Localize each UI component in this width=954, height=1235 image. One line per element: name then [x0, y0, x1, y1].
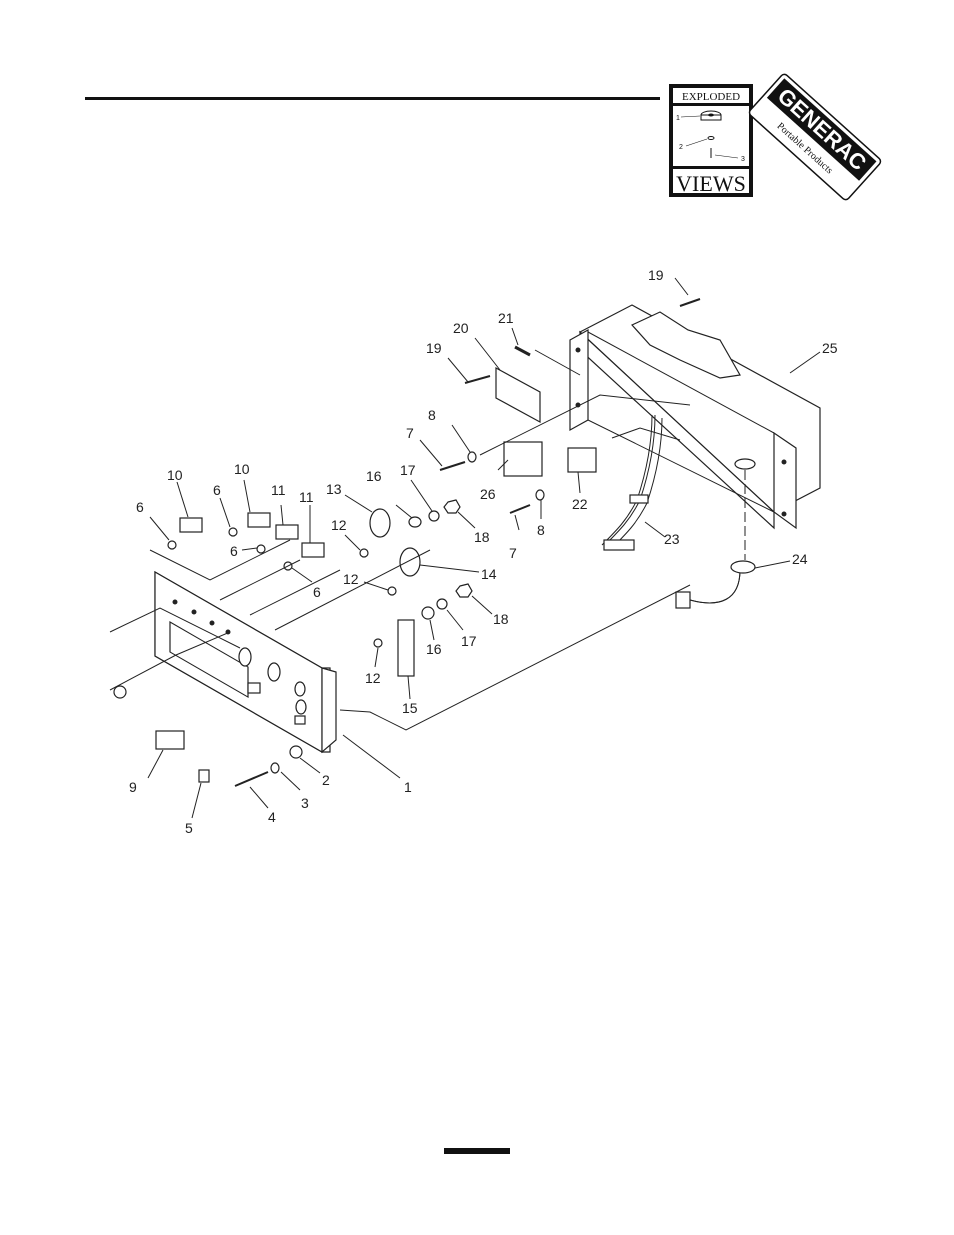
badge-callout-2: 2 [679, 144, 683, 151]
label-26: 26 [480, 486, 496, 502]
badge-line1: EXPLODED [682, 91, 740, 103]
label-17: 17 [461, 633, 477, 649]
label-10: 10 [234, 461, 250, 477]
label-1: 1 [404, 779, 412, 795]
breaker-10a [180, 518, 202, 532]
label-10: 10 [167, 467, 183, 483]
label-3: 3 [301, 795, 309, 811]
label-16: 16 [426, 641, 442, 657]
breaker-11b [302, 543, 324, 557]
label-21: 21 [498, 310, 514, 326]
badge-callout-3: 3 [741, 156, 745, 163]
label-13: 13 [326, 481, 342, 497]
label-18: 18 [493, 611, 509, 627]
label-17: 17 [400, 462, 416, 478]
label-6: 6 [313, 584, 321, 600]
label-24: 24 [792, 551, 808, 567]
badge-callout-1: 1 [676, 115, 680, 122]
badge-line2: VIEWS [676, 171, 746, 196]
label-7: 7 [509, 545, 517, 561]
label-12: 12 [331, 517, 347, 533]
label-2: 2 [322, 772, 330, 788]
control-box [570, 305, 820, 560]
label-12: 12 [343, 571, 359, 587]
label-23: 23 [664, 531, 680, 547]
front-panel [155, 572, 336, 752]
label-6: 6 [213, 482, 221, 498]
label-22: 22 [572, 496, 588, 512]
label-9: 9 [129, 779, 137, 795]
label-14: 14 [481, 566, 497, 582]
label-6: 6 [136, 499, 144, 515]
callout-labels: 19 21 20 25 19 8 7 10 10 6 6 11 11 13 16… [129, 267, 838, 836]
label-19: 19 [648, 267, 664, 283]
label-20: 20 [453, 320, 469, 336]
label-19: 19 [426, 340, 442, 356]
label-11: 11 [271, 482, 286, 498]
label-18: 18 [474, 529, 490, 545]
page-number-bar [444, 1148, 510, 1154]
label-25: 25 [822, 340, 838, 356]
label-15: 15 [402, 700, 418, 716]
label-8: 8 [428, 407, 436, 423]
label-12: 12 [365, 670, 381, 686]
breaker-10b [248, 513, 270, 527]
generac-logo: GENERAC Portable Products [748, 73, 882, 201]
label-5: 5 [185, 820, 193, 836]
breaker-11a [276, 525, 298, 539]
label-4: 4 [268, 809, 276, 825]
label-8: 8 [537, 522, 545, 538]
label-7: 7 [406, 425, 414, 441]
label-11: 11 [299, 489, 314, 505]
label-6: 6 [230, 543, 238, 559]
exploded-views-badge: EXPLODED 1 2 3 VIEWS [669, 84, 753, 197]
label-16: 16 [366, 468, 382, 484]
